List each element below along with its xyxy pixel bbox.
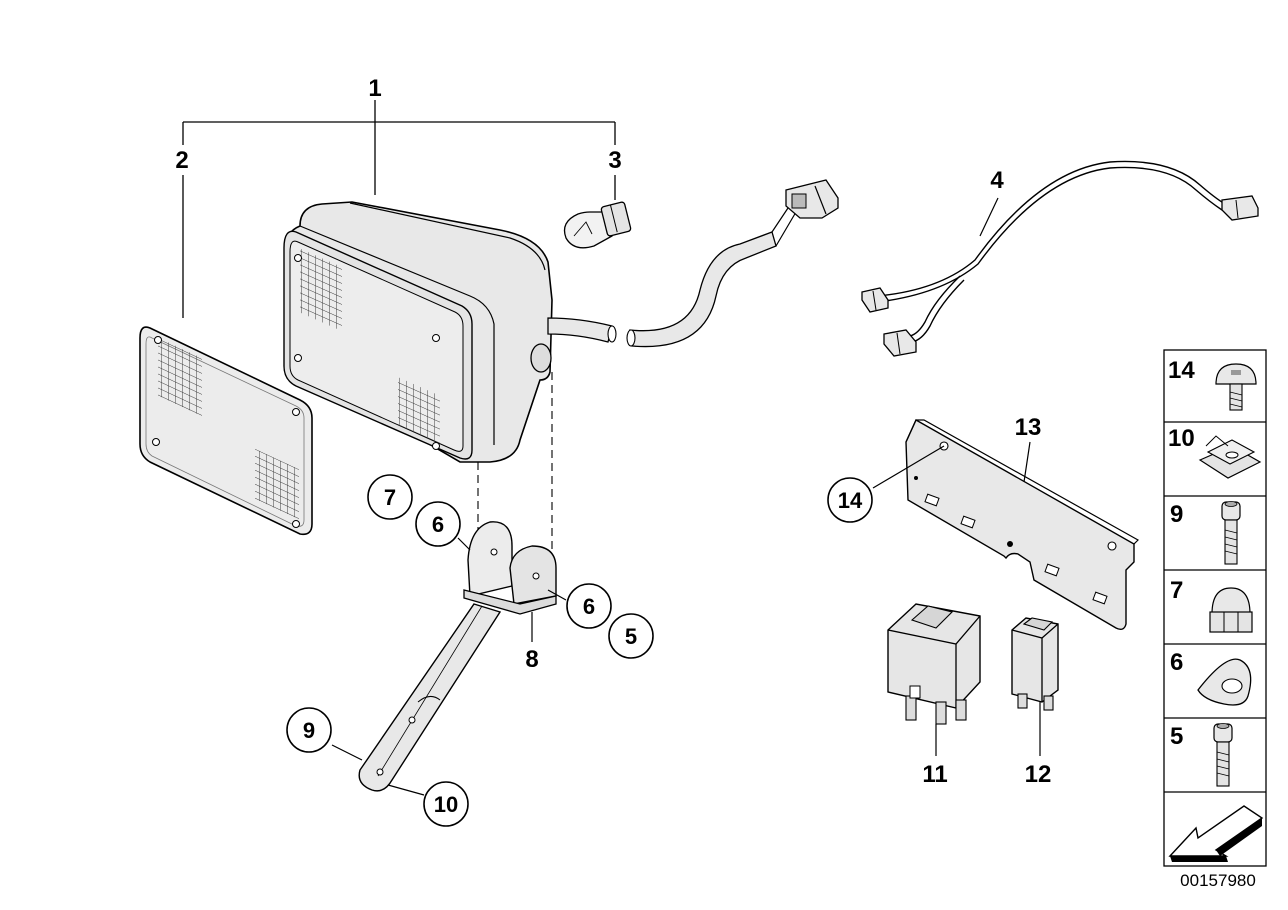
callout-14: 14 [838,488,863,513]
legend-number-7: 7 [1170,577,1183,604]
socket-head-screw-icon [1221,501,1241,565]
lens-drawing [139,326,313,536]
circled-callouts: 7 6 6 5 9 10 14 [286,474,873,827]
washer-icon [1197,658,1252,706]
legend-number-9: 9 [1170,501,1183,528]
callout-6-left: 6 [432,512,444,537]
legend-number-10: 10 [1168,425,1195,452]
lamp-housing-drawing [283,201,617,463]
legend-number-5: 5 [1170,723,1183,750]
callout-3: 3 [608,147,621,174]
callout-11: 11 [922,761,947,788]
leader-lines [331,441,1041,796]
callout-8: 8 [525,646,538,673]
cap-nut-icon [1209,587,1253,633]
socket-head-screw-icon [1213,723,1233,787]
callout-4: 4 [990,167,1004,194]
callout-2: 2 [175,147,188,174]
callout-7: 7 [384,485,396,510]
legend-number-6: 6 [1170,649,1183,676]
bulb-drawing [563,201,632,249]
callout-6-right: 6 [583,594,595,619]
cable-drawing [626,179,839,348]
parts-legend: 14 10 9 7 6 5 [1163,349,1267,867]
callout-10: 10 [434,792,458,817]
wiring-harness-drawing [877,160,1226,343]
mounting-plate-drawing [905,419,1139,631]
relay-small-drawing [1011,617,1059,711]
arrow-icon [1168,805,1264,862]
assembly-lines [477,372,553,588]
diagram-id: 00157980 [1180,871,1256,890]
callout-9: 9 [303,718,315,743]
callout-1: 1 [368,75,381,102]
group-bracket [182,100,616,318]
clip-nut-icon [1198,435,1262,479]
callout-12: 12 [1025,761,1052,788]
harness-connectors [861,195,1259,357]
relay-large-drawing [887,603,981,725]
callout-13: 13 [1015,414,1042,441]
callout-5: 5 [625,624,637,649]
button-head-screw-icon [1215,363,1257,411]
mounting-bracket-drawing [358,521,557,792]
legend-number-14: 14 [1168,357,1195,384]
